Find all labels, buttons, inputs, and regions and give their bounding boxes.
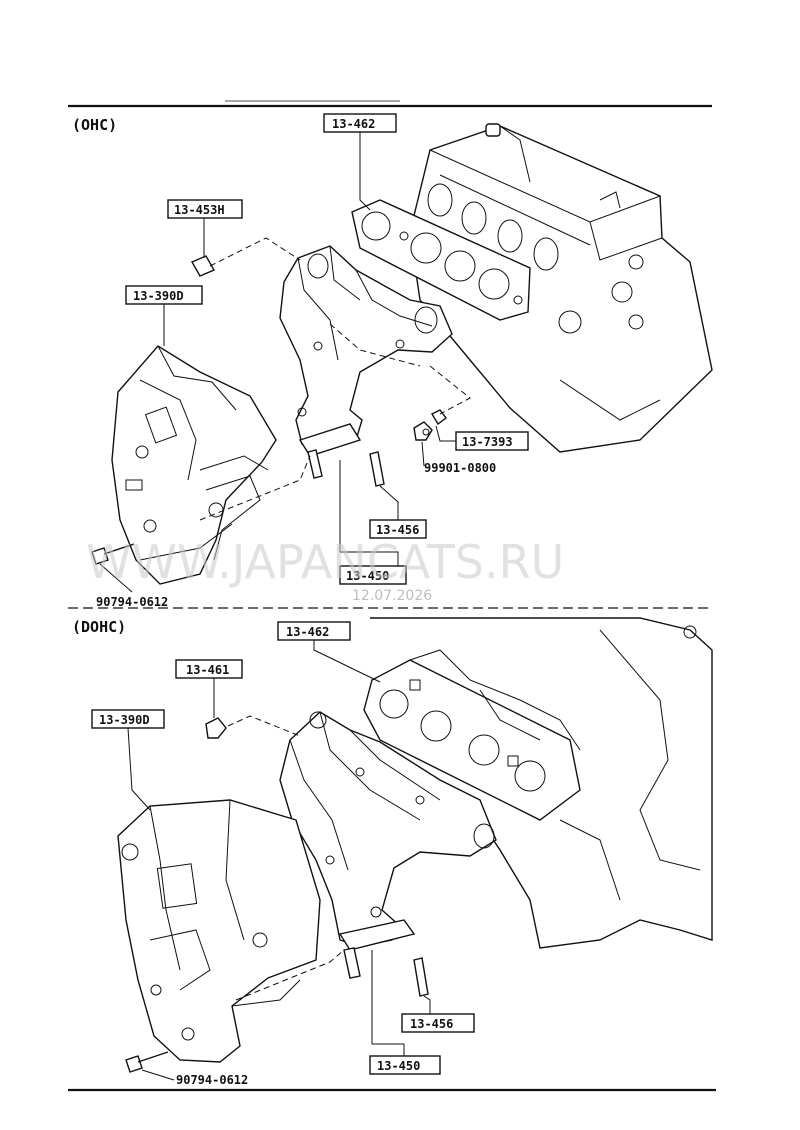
- dohc-exhaust-gasket: [363, 649, 581, 821]
- dohc-heat-insulator: [117, 799, 321, 1063]
- dohc-leader-stud: [423, 995, 431, 1014]
- dohc-leader-manifold: [371, 950, 405, 1056]
- dohc-nut-icon: [205, 676, 227, 739]
- svg-text:13-461: 13-461: [186, 663, 229, 677]
- dohc-leader-gasket: [313, 640, 381, 683]
- dohc-label-gasket: 13-462: [277, 621, 351, 641]
- ohc-assembly-line-1: [209, 237, 301, 267]
- ohc-assembly-line-3: [429, 365, 471, 415]
- ohc-leader-bolt: [99, 563, 133, 593]
- svg-text:13-456: 13-456: [376, 523, 419, 537]
- ohc-label-nut: 13-7393: [455, 431, 529, 451]
- dohc-stud-right-icon: [413, 957, 429, 997]
- ohc-stud-left-icon: [307, 449, 323, 479]
- ohc-leader-manifold: [339, 460, 399, 566]
- svg-text:13-462: 13-462: [332, 117, 375, 131]
- ohc-section-title: (OHC): [72, 116, 117, 134]
- ohc-stud-right-icon: [369, 451, 385, 487]
- dohc-stud-left-icon: [343, 947, 361, 979]
- ohc-heat-insulator: [111, 345, 277, 585]
- ohc-exhaust-manifold: [279, 245, 453, 457]
- ohc-label-manifold: 13-450: [339, 565, 407, 585]
- svg-text:13-462: 13-462: [286, 625, 329, 639]
- svg-text:13-390D: 13-390D: [99, 713, 150, 727]
- ohc-stud-bolt-icon: [191, 230, 215, 277]
- dohc-label-insulator: 13-390D: [91, 709, 165, 729]
- ohc-nut-std-icon: [431, 409, 447, 426]
- dohc-leader-bolt: [141, 1069, 175, 1081]
- ohc-label-gasket: 13-462: [323, 113, 397, 133]
- ohc-cylinder-head: [409, 123, 713, 453]
- ohc-nut-icon: [413, 421, 433, 441]
- watermark-date: 12.07.2026: [352, 588, 432, 604]
- svg-text:13-456: 13-456: [410, 1017, 453, 1031]
- dohc-section-title: (DOHC): [72, 618, 126, 636]
- watermark-text: WWW.JAPANCATS.RU: [86, 535, 564, 589]
- ohc-leader-nut: [435, 425, 456, 442]
- ohc-leader-gasket: [359, 132, 371, 211]
- dohc-label-stud: 13-456: [401, 1013, 475, 1033]
- ohc-bolt-icon: [91, 543, 135, 565]
- svg-text:13-390D: 13-390D: [133, 289, 184, 303]
- ohc-label-bolt: 90794-0612: [96, 595, 168, 609]
- dohc-assembly-line-1: [227, 715, 301, 737]
- svg-text:13-450: 13-450: [346, 569, 389, 583]
- ohc-label-insulator: 13-390D: [125, 285, 203, 305]
- dohc-label-manifold: 13-450: [369, 1055, 441, 1075]
- ohc-label-nut-std: 99901-0800: [424, 461, 496, 475]
- dohc-bolt-icon: [125, 1051, 169, 1073]
- ohc-assembly-line-2: [199, 455, 311, 521]
- dohc-exhaust-manifold: [279, 711, 497, 951]
- ohc-exhaust-gasket: [351, 199, 531, 321]
- dohc-assembly-line-2: [235, 949, 345, 1001]
- svg-text:13-450: 13-450: [377, 1059, 420, 1073]
- ohc-label-stud-bolt: 13-453H: [167, 199, 243, 219]
- ohc-assembly-line-4: [329, 323, 421, 367]
- svg-text:13-7393: 13-7393: [462, 435, 513, 449]
- ohc-leader-nut-std: [421, 441, 425, 467]
- dohc-leader-insulator: [127, 727, 151, 811]
- dohc-label-bolt: 90794-0612: [176, 1073, 248, 1087]
- ohc-label-stud: 13-456: [369, 519, 427, 539]
- ohc-leader-stud: [379, 485, 399, 520]
- dohc-label-nut: 13-461: [175, 659, 243, 679]
- svg-text:13-453H: 13-453H: [174, 203, 225, 217]
